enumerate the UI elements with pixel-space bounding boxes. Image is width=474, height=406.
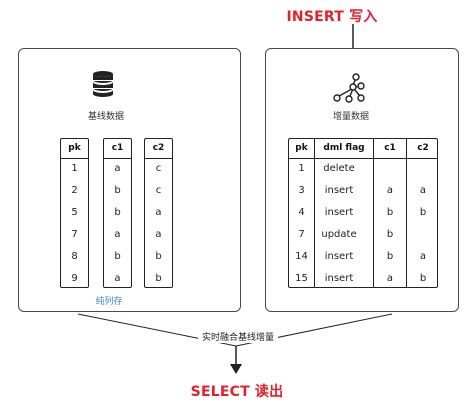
column-divider: [406, 139, 407, 287]
cell: 8: [71, 251, 78, 262]
column-header: pk: [61, 139, 88, 159]
cell: 2: [71, 185, 78, 196]
cell: insert: [324, 207, 354, 218]
delta-table: pk dml flag c1 c2 1 delete 3 insert a a …: [288, 138, 438, 288]
column-divider: [373, 139, 374, 287]
merge-funnel: [77, 313, 393, 374]
header-divider: [289, 158, 437, 159]
select-label: SELECT 读出: [190, 384, 284, 400]
cell: b: [114, 185, 121, 196]
baseline-column-c1: c1 a b b a b a: [103, 138, 132, 288]
cell: 14: [295, 251, 308, 262]
cell: 3: [298, 185, 305, 196]
cell: 7: [71, 229, 78, 240]
cell: 1: [71, 163, 78, 174]
column-divider: [314, 139, 315, 287]
cell: c: [155, 163, 162, 174]
cell: a: [419, 185, 427, 196]
cell: 9: [71, 273, 78, 284]
delta-panel: 增量数据 pk dml flag c1 c2 1 delete 3 insert…: [265, 48, 459, 312]
insert-label: INSERT 写入: [286, 9, 378, 25]
column-header: c2: [417, 143, 429, 153]
column-header: c1: [384, 143, 396, 153]
tree-network-icon: [333, 73, 365, 103]
cell: b: [155, 251, 162, 262]
cell: b: [386, 251, 394, 262]
delta-title: 增量数据: [332, 112, 369, 122]
cell: 4: [298, 207, 305, 218]
baseline-column-pk: pk 1 2 5 7 8 9: [60, 138, 89, 288]
cell: 5: [71, 207, 78, 218]
cell: delete: [323, 163, 355, 174]
storage-label: 纯列存: [95, 297, 123, 307]
merge-label: 实时融合基线增量: [198, 330, 278, 343]
cell: 15: [295, 273, 308, 284]
column-header: c2: [145, 139, 172, 159]
cell: insert: [324, 251, 354, 262]
column-header: dml flag: [323, 143, 365, 153]
cell: 7: [298, 229, 305, 240]
cell: b: [155, 273, 162, 284]
cell: insert: [324, 273, 354, 284]
cell: a: [114, 273, 121, 284]
baseline-title: 基线数据: [87, 112, 124, 122]
cell: a: [114, 163, 121, 174]
column-header: c1: [104, 139, 131, 159]
arrow-down-icon: [230, 364, 242, 374]
cell: a: [114, 229, 121, 240]
cell: 1: [298, 163, 305, 174]
cell: a: [386, 185, 394, 196]
cell: b: [419, 207, 427, 218]
cell: insert: [324, 185, 354, 196]
cell: a: [419, 251, 427, 262]
cell: b: [386, 207, 394, 218]
baseline-column-c2: c2 c c a a b b: [144, 138, 173, 288]
cell: a: [386, 273, 394, 284]
cell: c: [155, 185, 162, 196]
cell: a: [155, 207, 162, 218]
cell: b: [386, 229, 394, 240]
column-header: pk: [295, 143, 308, 153]
cell: a: [155, 229, 162, 240]
cell: b: [419, 273, 427, 284]
database-icon: [93, 71, 113, 97]
cell: b: [114, 207, 121, 218]
cell: update: [321, 229, 357, 240]
cell: b: [114, 251, 121, 262]
baseline-panel: 基线数据 pk 1 2 5 7 8 9 c1 a b b a b a c2 c …: [18, 48, 241, 312]
